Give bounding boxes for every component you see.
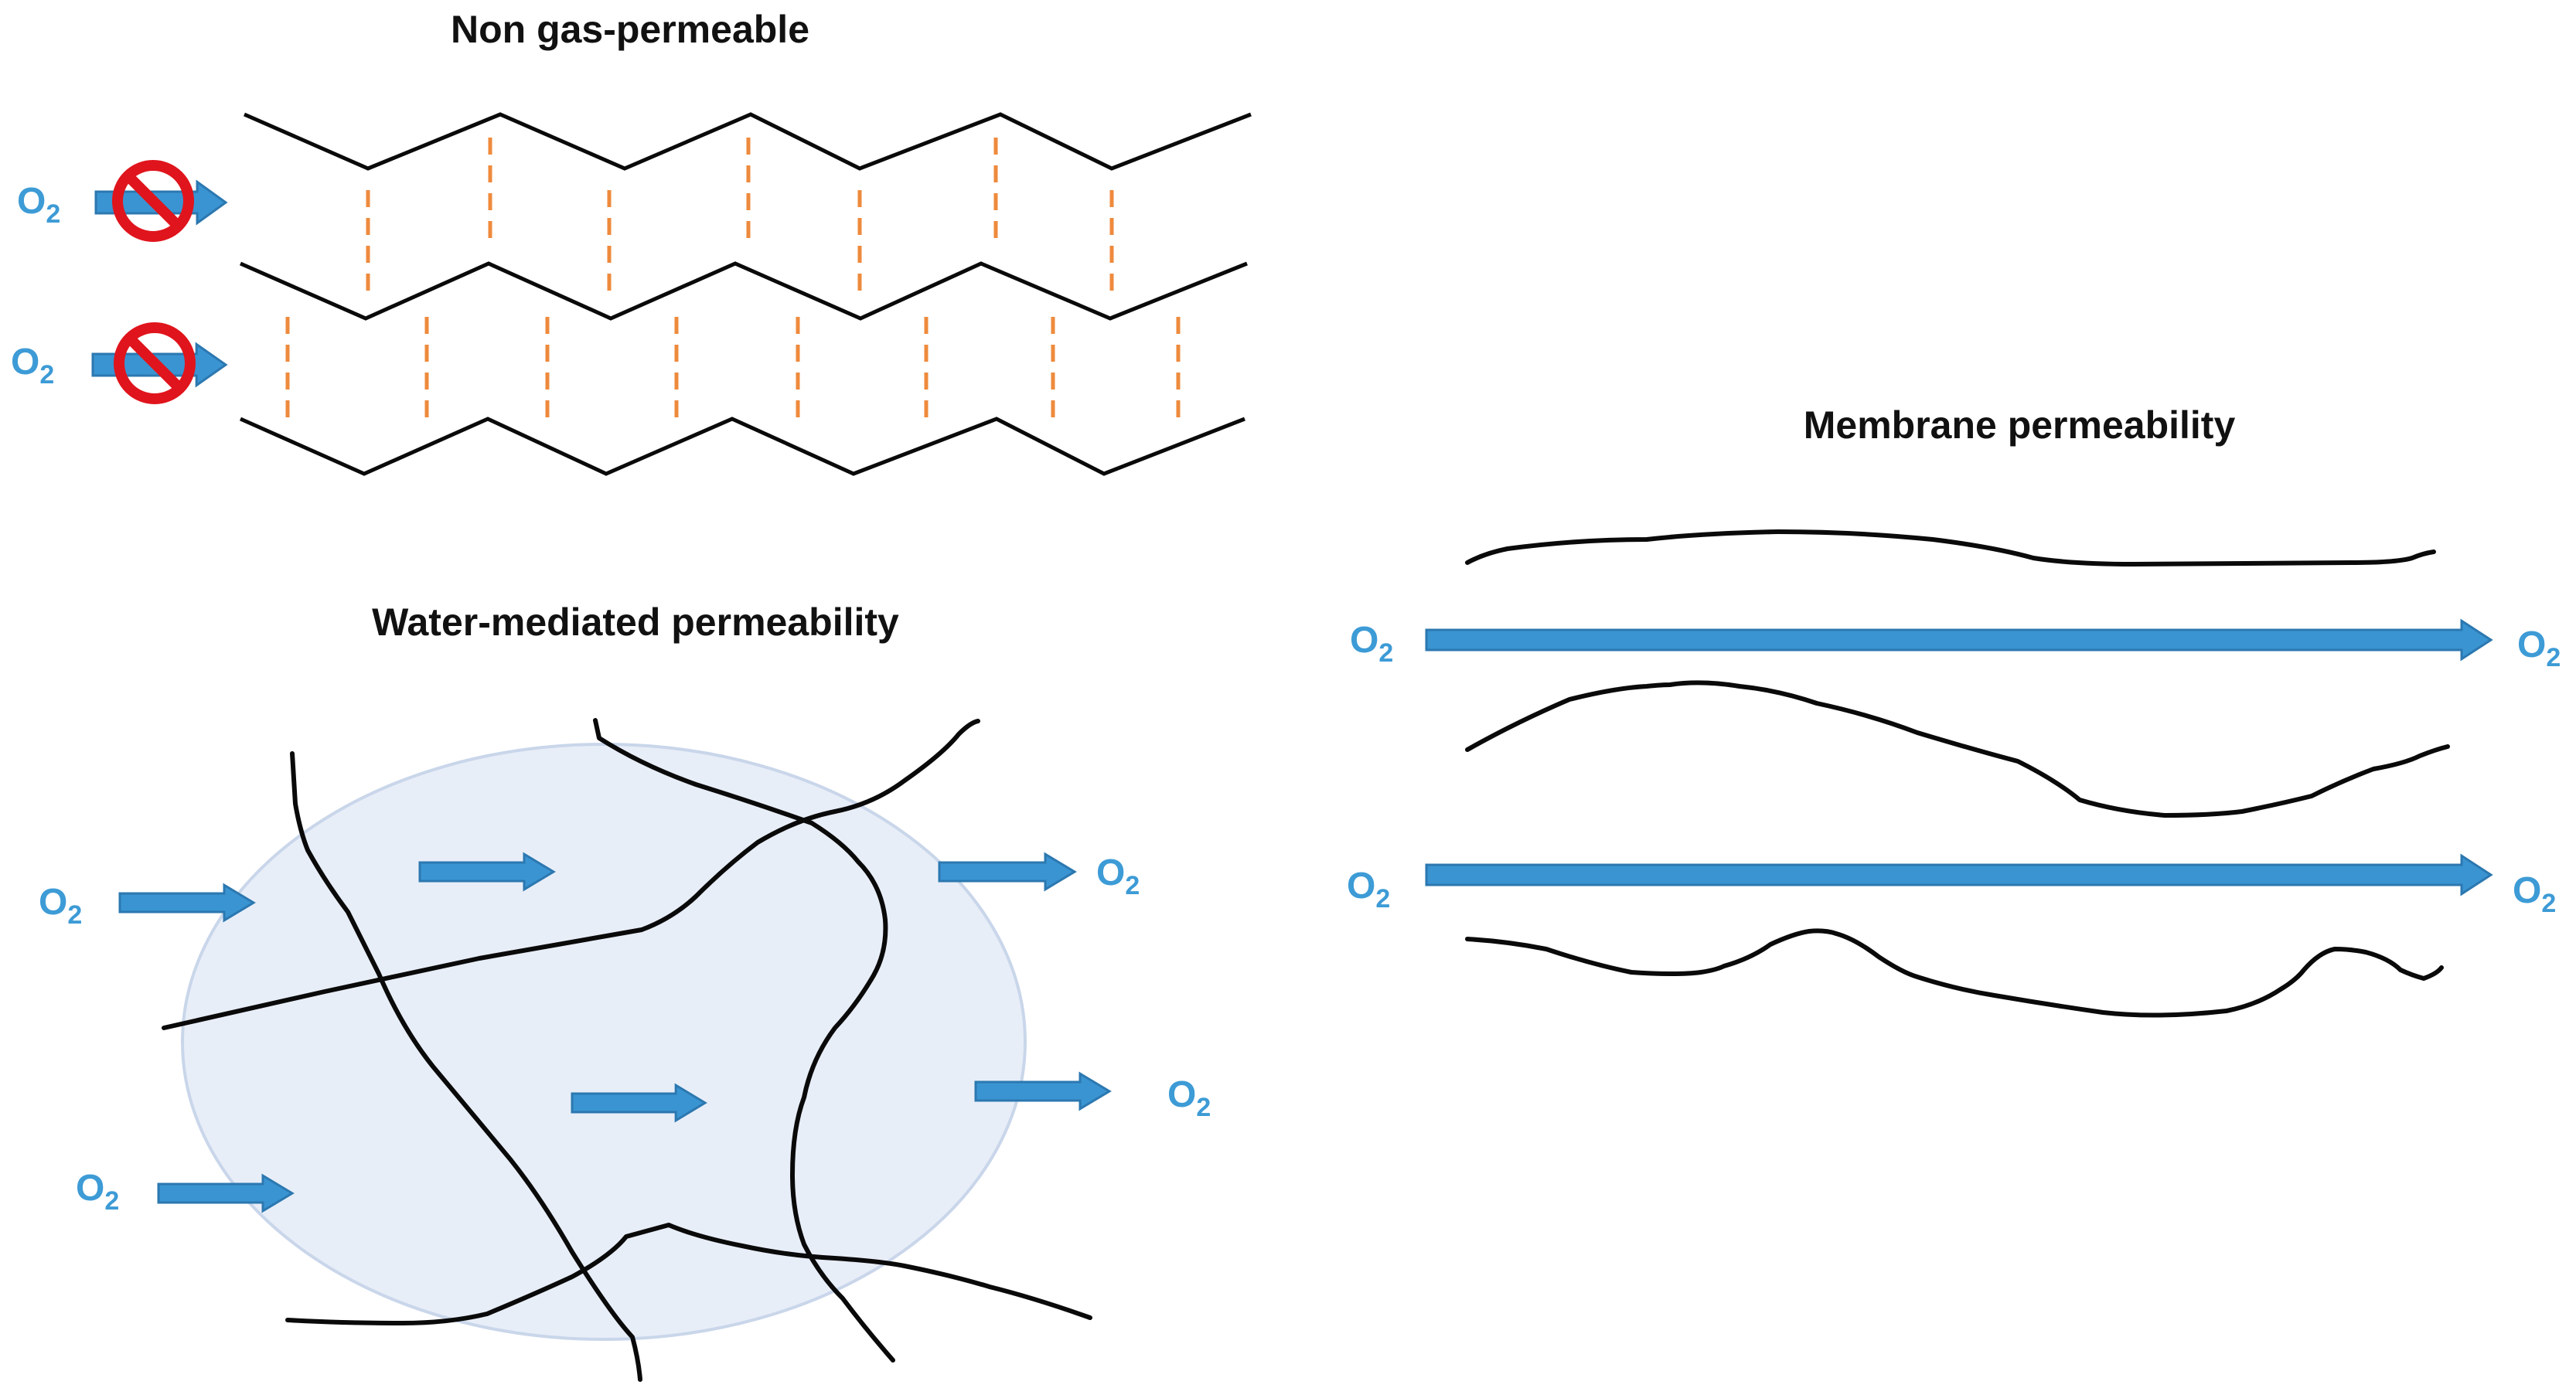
arrow-shape (974, 1071, 1112, 1111)
o2-label: O2 (39, 882, 82, 930)
panel-title-membrane: Membrane permeability (1804, 403, 2236, 447)
polymer-sheet-3 (239, 417, 1245, 476)
o2-arrow (118, 883, 256, 923)
panel-title-water-mediated: Water-mediated permeability (372, 601, 899, 644)
o2-label: O2 (1347, 866, 1390, 914)
no-entry-ring (112, 160, 194, 242)
no-entry-ring (114, 322, 196, 404)
arrow-shape (1425, 618, 2493, 662)
o2-arrow (157, 1173, 295, 1213)
no-entry-icon (114, 322, 196, 404)
polymer-sheet-2 (239, 261, 1248, 321)
no-entry-slash (126, 335, 183, 392)
o2-label: O2 (17, 181, 60, 229)
o2-label: O2 (11, 342, 54, 390)
panel-title-non-gas-permeable: Non gas-permeable (451, 8, 809, 51)
membrane-boundary-3 (1465, 928, 2444, 1018)
o2-label: O2 (2517, 624, 2561, 672)
crosslinks-lower (285, 317, 1181, 424)
arrow-shape (1425, 853, 2493, 897)
o2-arrow (974, 1071, 1112, 1111)
arrow-shape (157, 1173, 295, 1213)
no-entry-icon (112, 160, 194, 242)
o2-label: O2 (76, 1168, 119, 1216)
panel-non-gas-permeable: Non gas-permeable O2 (11, 8, 1252, 476)
polymer-sheet-1 (243, 112, 1252, 171)
blocked-o2-1: O2 (17, 160, 228, 242)
o2-arrow (1425, 853, 2493, 897)
polymer-fiber (285, 1223, 1092, 1325)
o2-label: O2 (1167, 1074, 1211, 1122)
membrane-boundary-2 (1465, 680, 2450, 818)
polymer-fiber (162, 719, 980, 1030)
arrow-shape (118, 883, 256, 923)
panel-water-mediated-permeability: Water-mediated permeability O2 O2 O2 (39, 601, 1211, 1382)
water-droplet (181, 743, 1027, 1341)
o2-arrow (1425, 618, 2493, 662)
arrow-shape (938, 852, 1077, 892)
o2-arrow (418, 852, 556, 892)
arrow-shape (571, 1083, 707, 1123)
o2-flux-membrane: O2 O2 O2 O2 (1347, 618, 2561, 918)
o2-label: O2 (2513, 870, 2556, 918)
panel-membrane-permeability: Membrane permeability O2 O2 O2 O2 (1347, 403, 2561, 1018)
no-entry-slash (124, 172, 182, 230)
polymer-fiber (290, 751, 642, 1382)
blocked-o2-2: O2 (11, 322, 228, 404)
o2-arrow (938, 852, 1077, 892)
o2-label: O2 (1350, 620, 1393, 668)
arrow-shape (418, 852, 556, 892)
polymer-fibers (162, 718, 1092, 1382)
o2-label: O2 (1096, 852, 1140, 900)
membrane-boundary-1 (1465, 529, 2436, 567)
polymer-fiber (593, 718, 895, 1363)
o2-flux-water: O2 O2 O2 O2 (39, 852, 1211, 1216)
o2-arrow (571, 1083, 707, 1123)
crosslinks-upper (366, 138, 1114, 294)
